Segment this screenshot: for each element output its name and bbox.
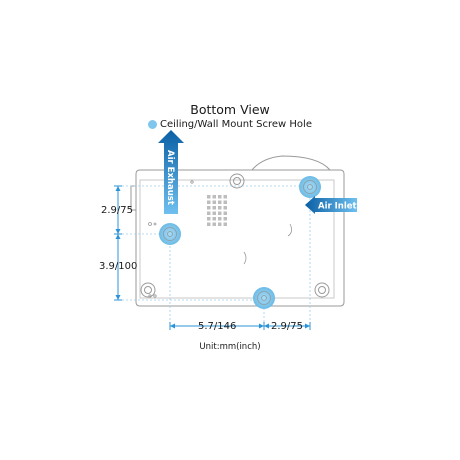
dimension-lower-vertical: 3.9/100 [99,261,138,272]
dimension-top-vertical: 2.9/75 [101,205,133,216]
dimension-guides [118,185,311,330]
screw-hole-legend-icon [148,120,157,129]
legend-label: Ceiling/Wall Mount Screw Hole [160,119,312,130]
dimension-bottom-left: 5.7/146 [198,321,237,332]
air-inlet-label: Air Inlet [318,202,357,212]
mount-screw-holes [159,176,321,309]
feet [140,173,330,298]
legend: Ceiling/Wall Mount Screw Hole [148,119,312,130]
screw-hole-top-right [299,176,321,198]
air-inlet-arrow: Air Inlet [305,196,357,214]
air-exhaust-arrow: Air Exhaust [158,130,184,214]
horizontal-dimension-lines [169,322,311,330]
unit-note: Unit:mm(inch) [199,342,261,352]
air-exhaust-label: Air Exhaust [165,150,175,205]
screw-hole-bottom [253,287,275,309]
vent-grid [207,195,227,226]
vertical-dimension-lines [114,185,122,301]
bottom-markings [148,180,292,298]
projector-body [130,155,345,307]
diagram-title: Bottom View [190,102,270,117]
dimension-bottom-right: 2.9/75 [271,321,303,332]
screw-hole-left [159,223,181,245]
